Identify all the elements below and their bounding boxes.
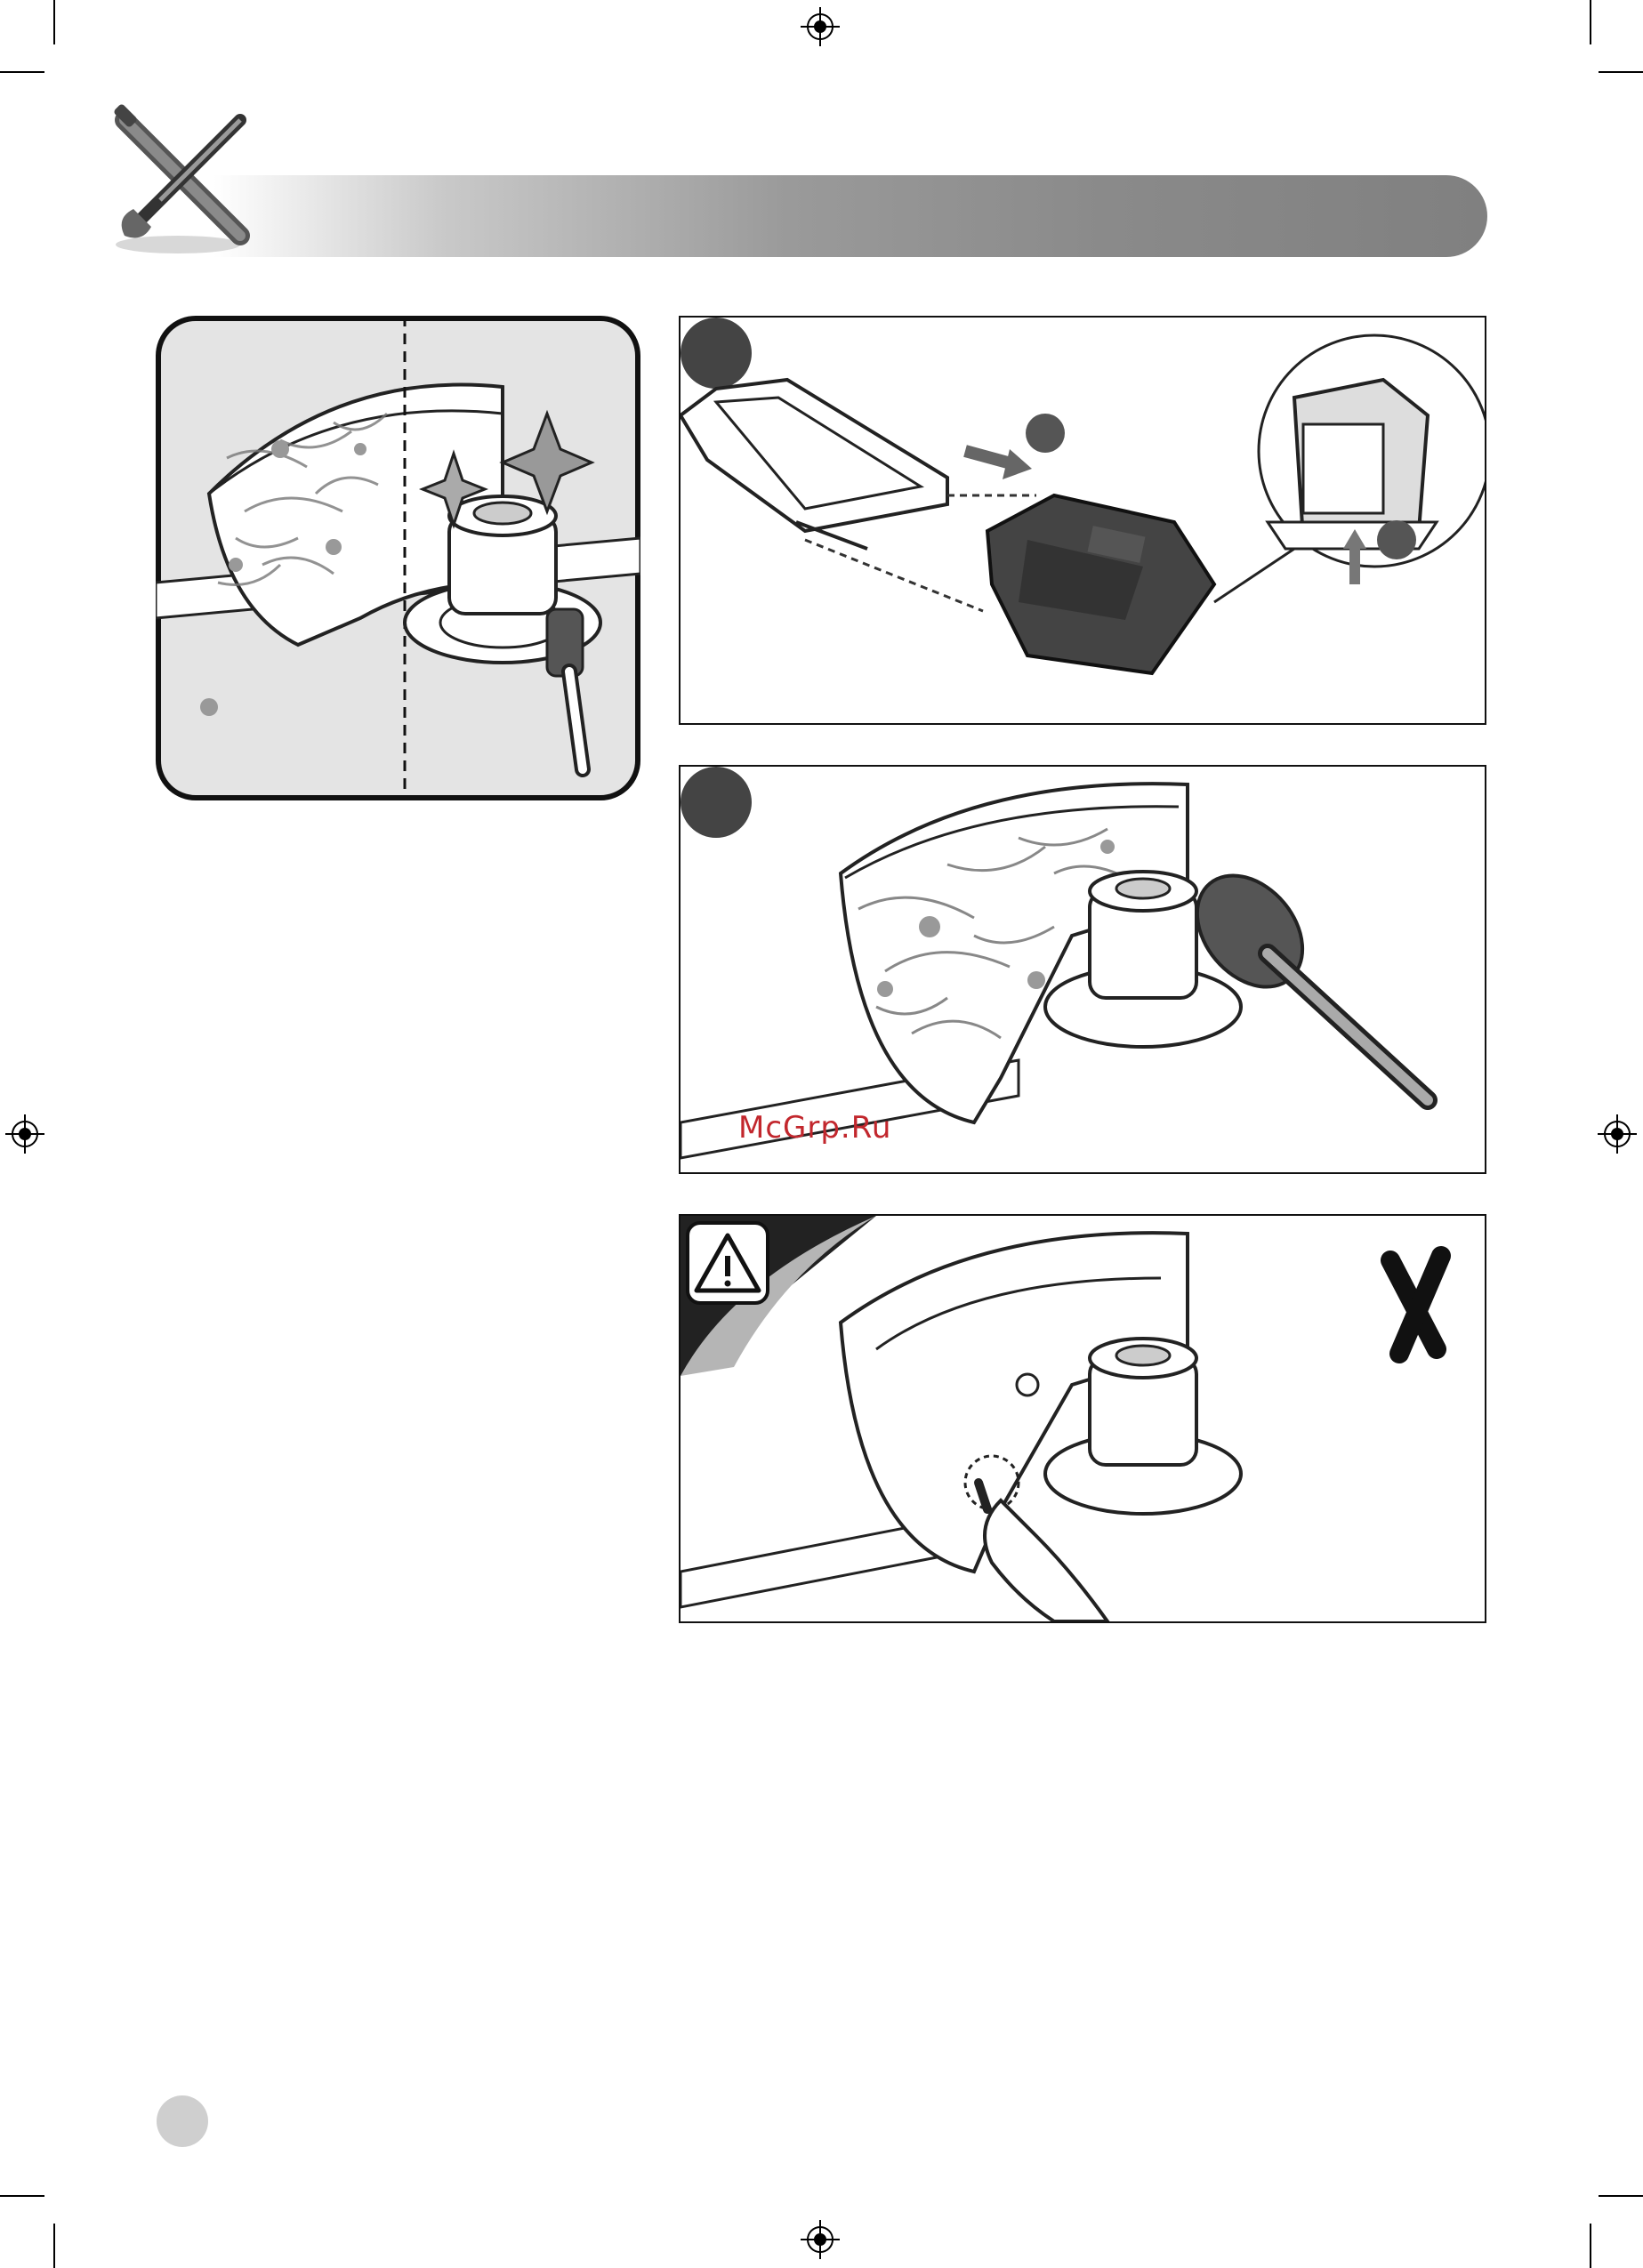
tools-icon: [107, 102, 267, 258]
crop-mark: [1590, 2224, 1591, 2268]
warning-triangle-icon: [688, 1223, 768, 1303]
step-badge: [1377, 520, 1416, 559]
section-header-bar: [213, 175, 1487, 257]
registration-mark-icon: [5, 1114, 44, 1154]
crop-mark: [53, 0, 55, 44]
registration-mark-icon: [801, 2220, 840, 2259]
step-remove-battery-panel: [679, 316, 1486, 725]
crop-mark: [1599, 2195, 1643, 2197]
watermark-text: McGrp.Ru: [738, 1110, 891, 1146]
battery-icon: [987, 495, 1214, 673]
warning-no-hand-panel: [679, 1214, 1486, 1623]
crop-mark: [1590, 0, 1591, 44]
crop-mark: [1599, 71, 1643, 73]
cross-icon: [1390, 1256, 1441, 1354]
crop-mark: [0, 71, 44, 73]
clean-overview-panel: [156, 316, 640, 800]
page-number-tab: [157, 2095, 208, 2147]
battery-compartment: [681, 380, 947, 549]
step-badge: [681, 767, 752, 838]
registration-mark-icon: [1598, 1114, 1637, 1154]
step-badge: [1026, 414, 1065, 453]
registration-mark-icon: [801, 7, 840, 46]
crop-mark: [53, 2224, 55, 2268]
crop-mark: [0, 2195, 44, 2197]
step-badge: [681, 318, 752, 389]
